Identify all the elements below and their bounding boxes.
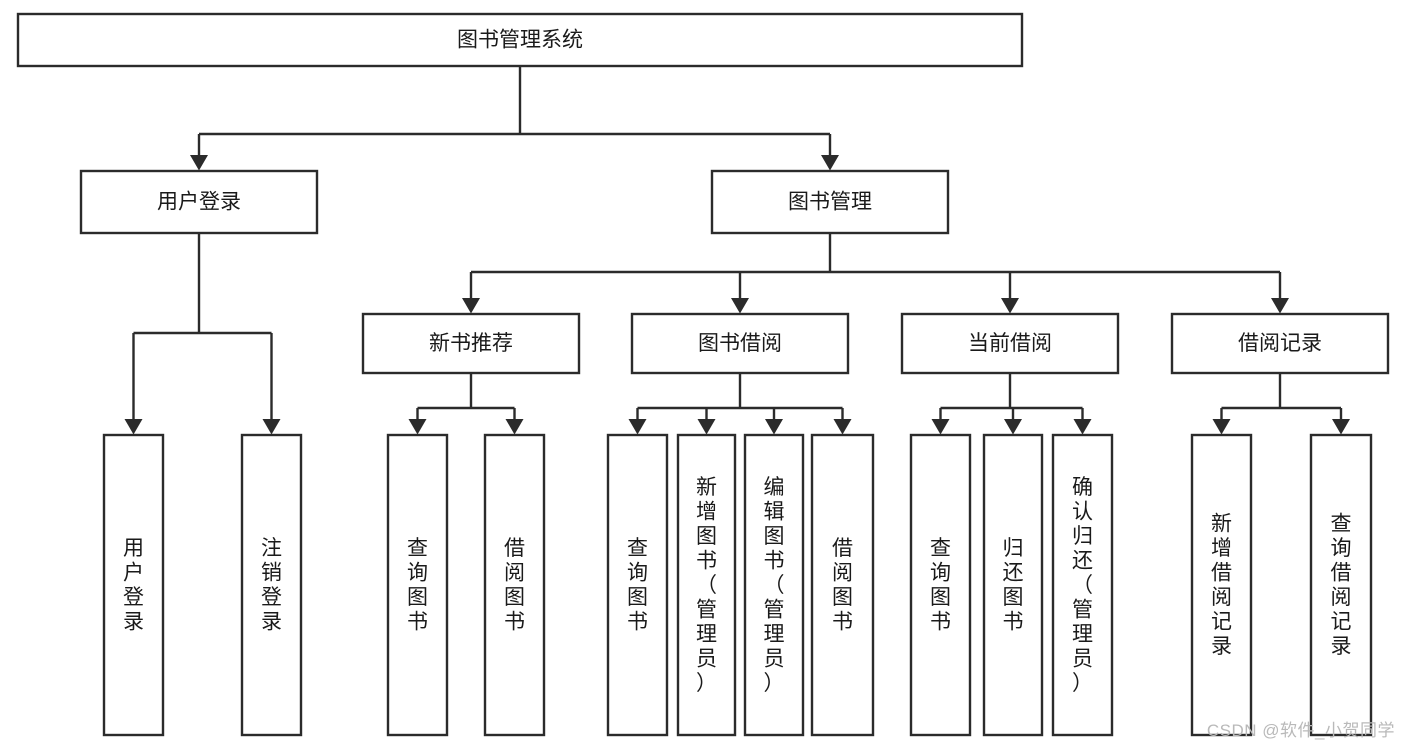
node-box-leaf-borrow-book-b <box>810 433 875 737</box>
node-label-leaf-add-borrow-record: 新增借阅记录 <box>1211 513 1232 659</box>
arrow-head-icon <box>408 419 427 435</box>
node-label-root: 图书管理系统 <box>457 29 583 52</box>
node-leaf-user-logout[interactable]: 注销登录 <box>240 433 303 737</box>
node-box-current-borrow <box>900 312 1120 375</box>
node-leaf-query-borrow-record[interactable]: 查询借阅记录 <box>1309 433 1373 737</box>
arrow-head-icon <box>1212 419 1231 435</box>
node-label-leaf-edit-book-admin: 编辑图书（管理员） <box>764 476 785 695</box>
node-label-leaf-query-borrow-record: 查询借阅记录 <box>1331 513 1352 659</box>
node-box-root <box>16 12 1024 68</box>
node-box-leaf-return-book <box>982 433 1044 737</box>
node-box-user-login <box>79 169 319 235</box>
node-box-leaf-add-book-admin <box>676 433 737 737</box>
node-label-book-borrow: 图书借阅 <box>698 332 782 355</box>
node-box-leaf-user-login <box>102 433 165 737</box>
node-box-leaf-query-borrow-record <box>1309 433 1373 737</box>
node-label-book-manage: 图书管理 <box>788 191 872 214</box>
arrow-head-icon <box>1004 419 1022 435</box>
node-root[interactable]: 图书管理系统 <box>16 12 1024 68</box>
node-leaf-query-book-rec[interactable]: 查询图书 <box>386 433 449 737</box>
node-box-book-manage <box>710 169 950 235</box>
arrow-head-icon <box>190 155 208 171</box>
node-label-leaf-borrow-book-rec: 借阅图书 <box>504 537 525 634</box>
node-label-borrow-record: 借阅记录 <box>1238 332 1322 355</box>
node-leaf-borrow-book-b[interactable]: 借阅图书 <box>810 433 875 737</box>
node-user-login[interactable]: 用户登录 <box>79 169 319 235</box>
node-label-new-book-rec: 新书推荐 <box>429 332 513 355</box>
node-box-leaf-confirm-return-admin <box>1051 433 1114 737</box>
node-leaf-add-book-admin[interactable]: 新增图书（管理员） <box>676 433 737 737</box>
node-leaf-query-book-c[interactable]: 查询图书 <box>909 433 972 737</box>
node-label-leaf-query-book-c: 查询图书 <box>930 537 951 634</box>
node-label-leaf-user-logout: 注销登录 <box>261 537 282 634</box>
node-leaf-edit-book-admin[interactable]: 编辑图书（管理员） <box>743 433 805 737</box>
node-box-leaf-edit-book-admin <box>743 433 805 737</box>
node-label-current-borrow: 当前借阅 <box>968 332 1052 355</box>
node-label-leaf-borrow-book-b: 借阅图书 <box>832 537 853 634</box>
arrow-head-icon <box>1073 419 1092 435</box>
node-box-book-borrow <box>630 312 850 375</box>
node-book-borrow[interactable]: 图书借阅 <box>630 312 850 375</box>
node-new-book-rec[interactable]: 新书推荐 <box>361 312 581 375</box>
arrow-head-icon <box>124 419 143 435</box>
arrow-head-icon <box>931 419 950 435</box>
node-current-borrow[interactable]: 当前借阅 <box>900 312 1120 375</box>
arrow-head-icon <box>821 155 839 171</box>
node-leaf-user-login[interactable]: 用户登录 <box>102 433 165 737</box>
node-box-new-book-rec <box>361 312 581 375</box>
node-box-leaf-query-book-b <box>606 433 669 737</box>
node-label-leaf-return-book: 归还图书 <box>1003 537 1024 634</box>
arrow-head-icon <box>731 298 749 314</box>
arrow-head-icon <box>1332 419 1350 435</box>
arrow-head-icon <box>505 419 524 435</box>
arrow-head-icon <box>765 419 783 435</box>
node-leaf-query-book-b[interactable]: 查询图书 <box>606 433 669 737</box>
node-leaf-return-book[interactable]: 归还图书 <box>982 433 1044 737</box>
node-leaf-borrow-book-rec[interactable]: 借阅图书 <box>483 433 546 737</box>
node-box-leaf-user-logout <box>240 433 303 737</box>
node-label-leaf-query-book-rec: 查询图书 <box>407 537 428 634</box>
node-label-leaf-user-login: 用户登录 <box>123 537 144 634</box>
connectors-layer <box>124 66 1350 435</box>
node-label-leaf-query-book-b: 查询图书 <box>627 537 648 634</box>
node-borrow-record[interactable]: 借阅记录 <box>1170 312 1390 375</box>
node-book-manage[interactable]: 图书管理 <box>710 169 950 235</box>
node-box-borrow-record <box>1170 312 1390 375</box>
arrow-head-icon <box>1001 298 1019 314</box>
arrow-head-icon <box>628 419 647 435</box>
node-box-leaf-query-book-rec <box>386 433 449 737</box>
arrow-head-icon <box>1271 298 1289 314</box>
node-leaf-confirm-return-admin[interactable]: 确认归还（管理员） <box>1051 433 1114 737</box>
node-leaf-add-borrow-record[interactable]: 新增借阅记录 <box>1190 433 1253 737</box>
arrow-head-icon <box>262 419 281 435</box>
node-label-leaf-add-book-admin: 新增图书（管理员） <box>696 476 717 695</box>
node-box-leaf-query-book-c <box>909 433 972 737</box>
arrow-head-icon <box>697 419 716 435</box>
nodes-layer: 图书管理系统用户登录图书管理新书推荐图书借阅当前借阅借阅记录用户登录注销登录查询… <box>16 12 1390 737</box>
node-box-leaf-borrow-book-rec <box>483 433 546 737</box>
node-box-leaf-add-borrow-record <box>1190 433 1253 737</box>
arrow-head-icon <box>833 419 852 435</box>
node-label-user-login: 用户登录 <box>157 191 241 214</box>
arrow-head-icon <box>462 298 480 314</box>
node-label-leaf-confirm-return-admin: 确认归还（管理员） <box>1072 476 1093 695</box>
